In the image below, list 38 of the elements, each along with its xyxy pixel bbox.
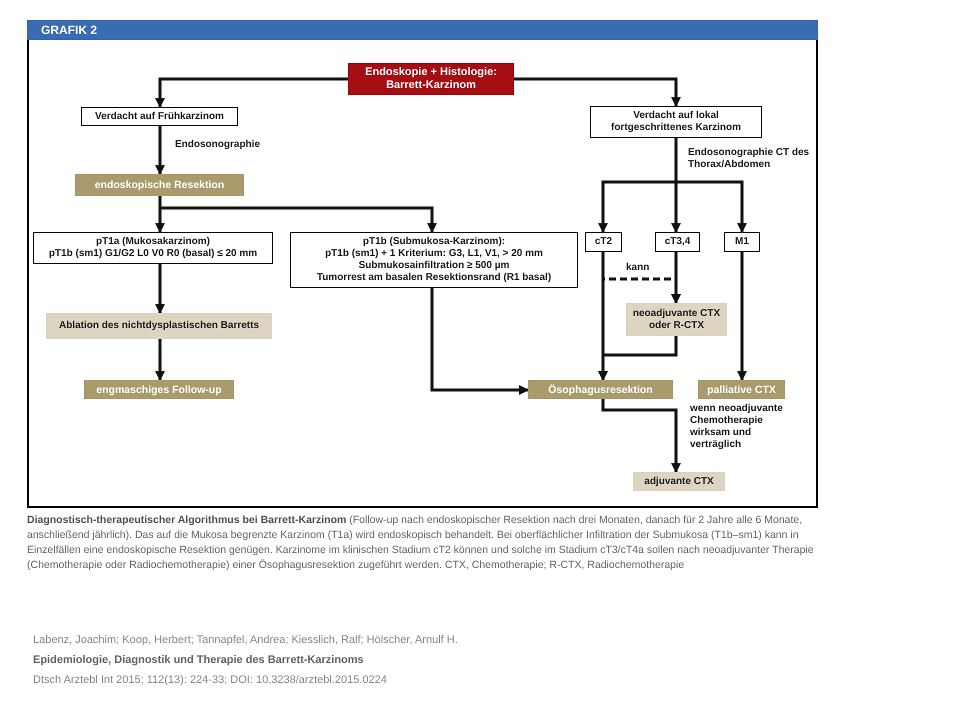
option-box: neoadjuvante CTX oder R-CTX <box>626 303 727 336</box>
arrow <box>158 196 437 233</box>
citation-text: Labenz, Joachim; Koop, Herbert; Tannapfel, Andrea; Kiesslich, Ralf; Hölscher, Arnulf H. <box>33 634 458 646</box>
arrow <box>155 78 348 108</box>
therapy-box: engmaschiges Follow-up <box>84 380 234 399</box>
option-box: Ablation des nichtdysplastischen Barretts <box>46 313 272 339</box>
finding-box: Verdacht auf lokal fortgeschrittenes Karzinom <box>590 106 762 138</box>
arrow <box>430 288 529 395</box>
arrow <box>671 252 681 304</box>
box-text: pT1b (Submukosa-Karzinom): <box>362 236 506 248</box>
caption: Diagnostisch-therapeutischer Algorithmus bei Barrett-Karzinom (Follow-up nach endoskopischer Resektion nach drei Monaten, danach für 2 Jahre alle 6 Monate, anschließend jährlich). Das auf die Mukosa begrenzte Karzinom (T1a) wird endoskopisch behandelt. Bei oberflächlicher Infiltration der Submukosa (T1b–sm1) kann in Einzelfällen eine endoskopische Resektion genügen. Karzinome im klinischen Stadium cT2 können und solche im Stadium cT3/cT4a sollen nach neoadjuvanter Therapie (Chemotherapie oder Radiochemotherapie) einer Ösophagusresektion zugeführt werden. CTX, Chemotherapie; R-CTX, Radiochemotherapie <box>27 513 815 573</box>
box-text: Submukosainfiltration ≥ 500 µm <box>358 260 510 272</box>
arrow <box>155 339 165 381</box>
finding-box: M1 <box>724 232 760 252</box>
citation-text: Dtsch Arztebl Int 2015; 112(13): 224-33; DOI: 10.3238/arztebl.2015.0224 <box>33 674 387 686</box>
box-text: pT1a (Mukosakarzinom) <box>96 236 210 248</box>
box-text: Tumorrest am basalen Resektionsrand (R1 basal) <box>316 272 552 284</box>
box-text: pT1b (sm1) + 1 Kriterium: G3, L1, V1, > 20 mm <box>325 248 543 260</box>
option-box: adjuvante CTX <box>633 472 725 491</box>
arrow <box>674 138 747 233</box>
arrow <box>598 336 678 381</box>
arrow <box>155 264 165 314</box>
finding-box: cT2 <box>585 232 622 252</box>
finding-box <box>290 232 578 288</box>
arrow <box>737 252 747 381</box>
arrow <box>602 399 681 473</box>
finding-box: cT3,4 <box>655 232 700 252</box>
therapy-box: palliative CTX <box>698 380 785 399</box>
finding-box: Verdacht auf Frühkarzinom <box>81 107 238 126</box>
therapy-box: endoskopische Resektion <box>75 174 244 196</box>
figure-heading: GRAFIK 2 <box>27 20 818 40</box>
therapy-box: Ösophagusresektion <box>528 380 673 399</box>
box-text: pT1b (sm1) G1/G2 L0 V0 R0 (basal) ≤ 20 mm <box>48 248 258 260</box>
arrow <box>514 78 681 107</box>
start-box: Endoskopie + Histologie: Barrett-Karzinom <box>348 63 514 95</box>
citation-text: Epidemiologie, Diagnostik und Therapie des Barrett-Karzinoms <box>33 654 364 666</box>
arrow <box>155 126 165 175</box>
finding-box <box>33 232 273 264</box>
